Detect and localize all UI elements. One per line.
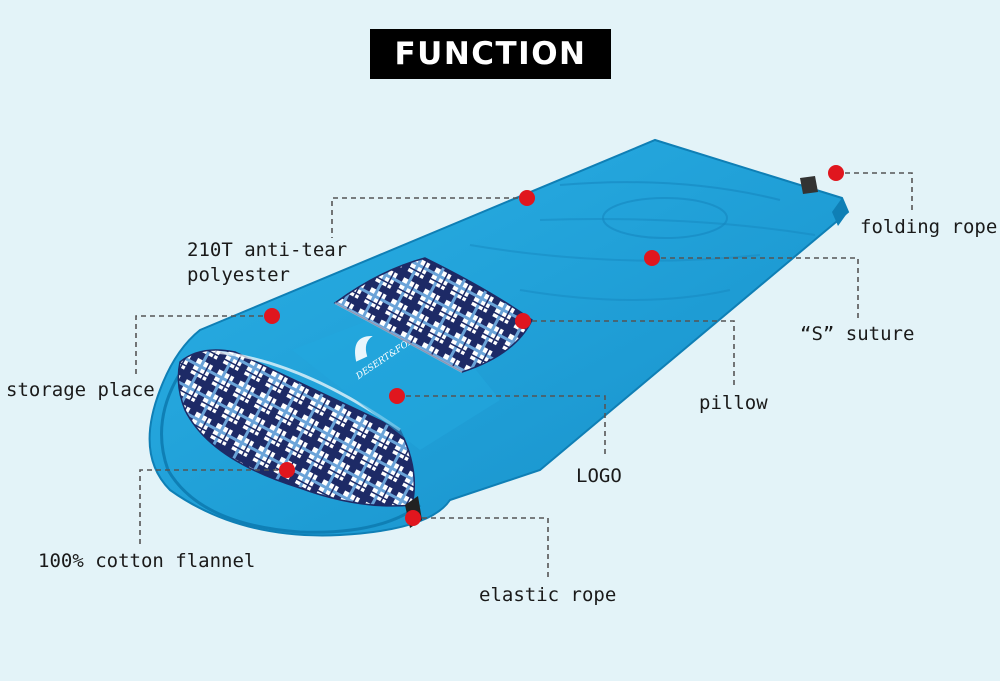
label-s-suture: “S” suture [800, 323, 915, 345]
markers [264, 165, 844, 526]
marker-storage-place [264, 308, 280, 324]
flannel-lining [177, 349, 415, 507]
marker-cotton-flannel [279, 462, 295, 478]
marker-pillow [515, 313, 531, 329]
leader-lines [135, 172, 913, 578]
marker-folding-rope [828, 165, 844, 181]
label-anti-tear-line2: polyester [187, 264, 290, 286]
marker-s-suture [644, 250, 660, 266]
label-pillow: pillow [699, 392, 768, 414]
title-banner: FUNCTION [370, 29, 611, 79]
label-anti-tear-line1: 210T anti-tear [187, 239, 348, 261]
label-cotton-flannel: 100% cotton flannel [38, 550, 256, 572]
label-folding-rope: folding rope [860, 216, 998, 238]
label-storage-place: storage place [6, 379, 155, 401]
label-logo: LOGO [576, 465, 622, 487]
marker-logo [389, 388, 405, 404]
title-text: FUNCTION [394, 36, 587, 72]
marker-elastic-rope [405, 510, 421, 526]
hood-rim [160, 369, 421, 534]
label-elastic-rope: elastic rope [479, 584, 617, 606]
marker-anti-tear [519, 190, 535, 206]
